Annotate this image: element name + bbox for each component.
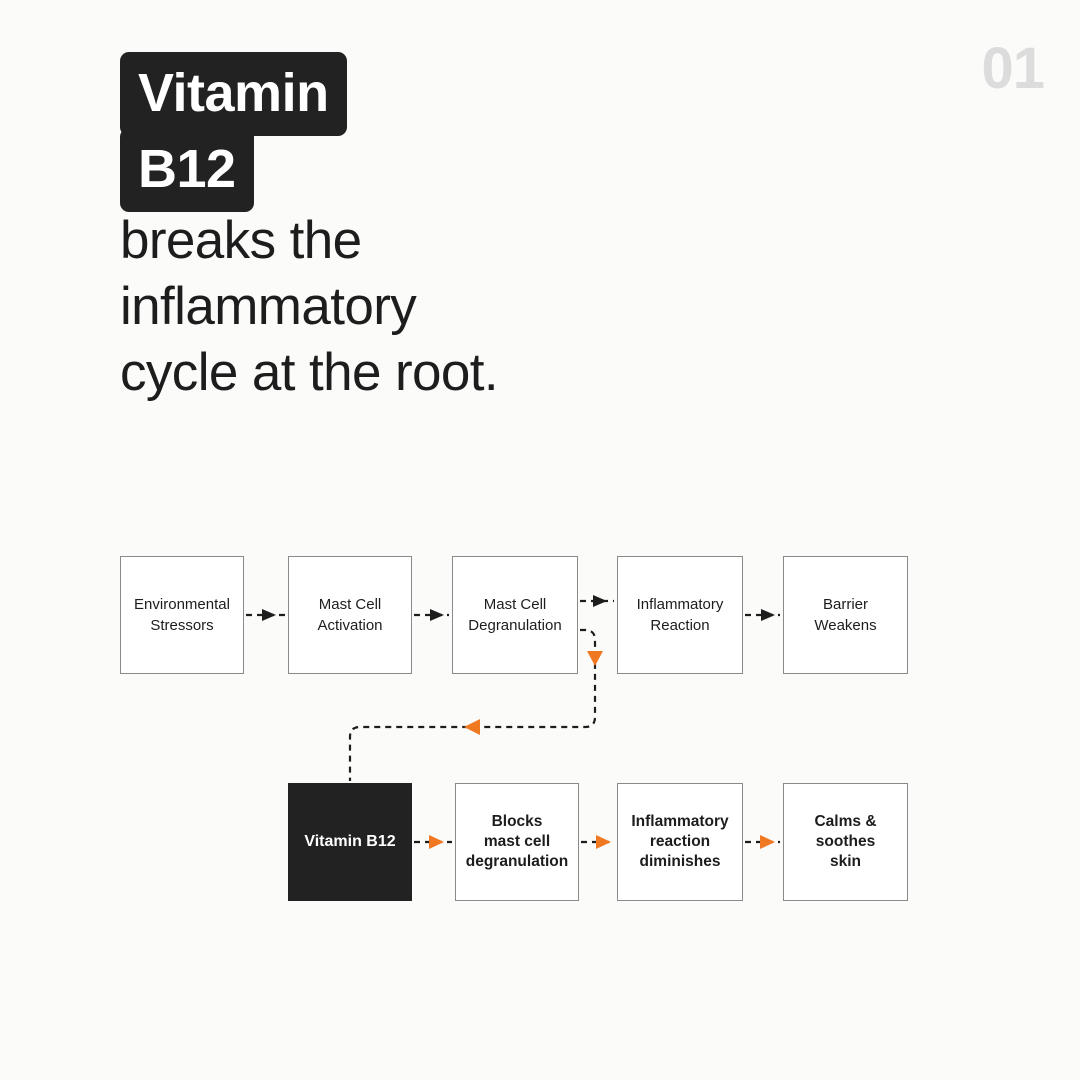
flow-node-label: Calms & soothes skin bbox=[814, 813, 877, 870]
slide-number: 01 bbox=[981, 36, 1045, 101]
arrowhead-branch-down-icon bbox=[587, 651, 603, 666]
arrowhead-branch-left-icon bbox=[464, 719, 480, 735]
flow-node-label: Inflammatory Reaction bbox=[636, 596, 724, 634]
flow-node-vitamin-b12: Vitamin B12 bbox=[288, 783, 412, 901]
heading-badge-vitamin-label: Vitamin bbox=[120, 52, 347, 136]
flow-node-environmental-stressors: Environmental Stressors bbox=[120, 556, 244, 674]
subheading: breaks the inflammatory cycle at the roo… bbox=[120, 208, 680, 406]
flow-node-label: Barrier Weakens bbox=[814, 596, 877, 634]
flow-node-label: Mast Cell Activation bbox=[317, 596, 383, 634]
subheading-line-2: inflammatory bbox=[120, 277, 417, 336]
flow-node-inflammatory-reaction: Inflammatory Reaction bbox=[617, 556, 743, 674]
flow-node-label: Environmental Stressors bbox=[134, 596, 230, 634]
flow-node-inflammatory-reaction-diminishes: Inflammatory reaction diminishes bbox=[617, 783, 743, 901]
subheading-line-1: breaks the bbox=[120, 211, 362, 270]
flow-node-calms-soothes-skin: Calms & soothes skin bbox=[783, 783, 908, 901]
flow-node-barrier-weakens: Barrier Weakens bbox=[783, 556, 908, 674]
heading-badge-b12: B12 bbox=[120, 128, 254, 212]
heading-badge-vitamin: Vitamin bbox=[120, 52, 347, 136]
flow-node-label: Mast Cell Degranulation bbox=[468, 596, 562, 634]
subheading-line-3: cycle at the root. bbox=[120, 343, 499, 402]
flow-node-label: Inflammatory reaction diminishes bbox=[631, 813, 729, 870]
flow-node-label: Blocks mast cell degranulation bbox=[465, 813, 569, 870]
flow-node-label: Vitamin B12 bbox=[304, 833, 396, 850]
heading-badge-b12-label: B12 bbox=[120, 128, 254, 212]
flow-node-mast-cell-degranulation: Mast Cell Degranulation bbox=[452, 556, 578, 674]
flow-node-blocks-mast-cell-degranulation: Blocks mast cell degranulation bbox=[455, 783, 579, 901]
flow-node-mast-cell-activation: Mast Cell Activation bbox=[288, 556, 412, 674]
